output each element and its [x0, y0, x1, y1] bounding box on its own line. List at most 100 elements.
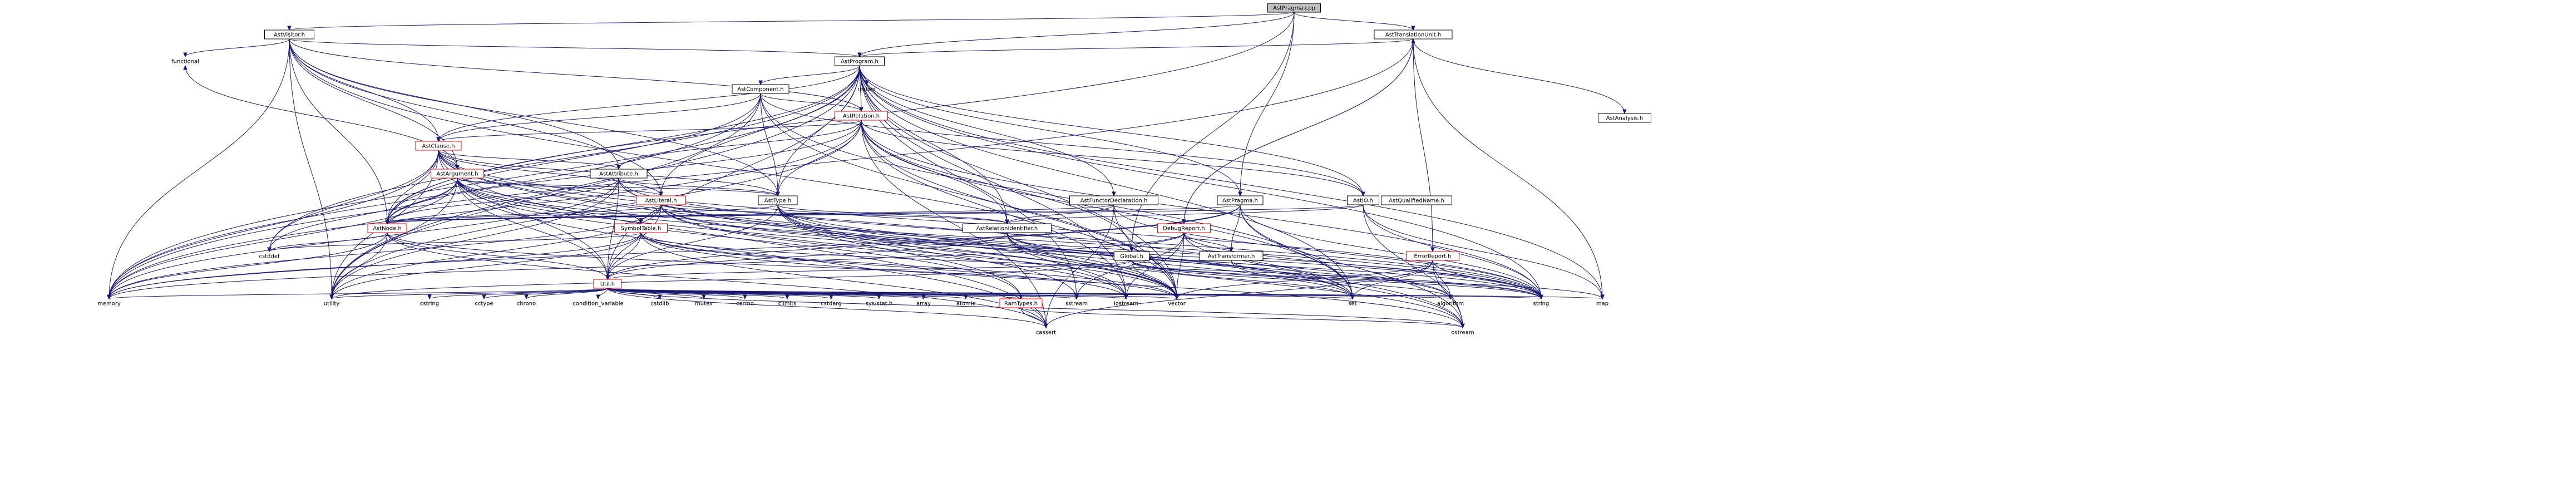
graph-node-astvisitor-h[interactable]: AstVisitor.h — [264, 29, 314, 40]
graph-node-vector: vector — [1168, 301, 1186, 307]
node-label: AstIO.h — [1353, 198, 1373, 204]
edge-arrowhead — [743, 294, 747, 300]
include-edge — [289, 38, 662, 196]
include-edge — [108, 178, 619, 299]
include-edge — [607, 260, 1132, 280]
graph-node-astcomponent-h[interactable]: AstComponent.h — [732, 84, 789, 94]
graph-node-astnode-h[interactable]: AstNode.h — [367, 223, 407, 233]
include-edge — [861, 120, 1364, 196]
include-edge — [1126, 232, 1185, 299]
include-edge — [607, 232, 641, 280]
include-edge — [108, 120, 862, 299]
include-edge — [331, 65, 860, 299]
graph-node-astio-h[interactable]: AstIO.h — [1347, 195, 1379, 205]
include-edge — [660, 204, 1008, 224]
include-edge — [640, 232, 1463, 328]
graph-node-errorreport-h[interactable]: ErrorReport.h — [1406, 251, 1459, 261]
edge-arrowhead — [857, 52, 862, 58]
graph-node-string: string — [1533, 301, 1549, 307]
include-edge — [387, 204, 1364, 224]
include-edge — [387, 93, 761, 224]
edge-arrowhead — [1044, 323, 1048, 329]
include-edge — [457, 178, 1542, 299]
include-edge — [1183, 38, 1414, 224]
graph-node-util-h[interactable]: Util.h — [593, 279, 622, 289]
include-edge — [607, 65, 860, 280]
include-edge — [269, 178, 458, 252]
include-edge — [760, 65, 860, 85]
graph-node-climits: climits — [778, 301, 797, 307]
graph-node-asttranslationunit-h[interactable]: AstTranslationUnit.h — [1374, 29, 1453, 40]
include-edge — [1240, 204, 1353, 299]
node-box — [1069, 195, 1158, 205]
include-edge — [108, 93, 761, 299]
edge-arrowhead — [1005, 219, 1009, 225]
graph-node-utility: utility — [324, 301, 340, 307]
node-label: AstType.h — [764, 198, 791, 204]
graph-node-astpragma-cpp[interactable]: AstPragma.cpp — [1267, 3, 1321, 13]
graph-node-astclause-h[interactable]: AstClause.h — [415, 141, 462, 151]
edge-arrowhead — [1430, 247, 1435, 253]
graph-node-symboltable-h[interactable]: SymbolTable.h — [614, 223, 668, 233]
include-edge — [331, 232, 388, 299]
graph-node-astanalysis-h[interactable]: AstAnalysis.h — [1598, 113, 1651, 123]
node-label: cctype — [475, 301, 493, 307]
graph-node-debugreport-h[interactable]: DebugReport.h — [1157, 223, 1211, 233]
include-edge — [1006, 232, 1451, 299]
graph-node-astrelationidentifier-h[interactable]: AstRelationIdentifier.h — [963, 223, 1052, 233]
node-label: AstAnalysis.h — [1606, 116, 1644, 122]
graph-node-astpragma-h[interactable]: AstPragma.h — [1217, 195, 1264, 205]
node-label: functional — [171, 59, 199, 65]
graph-node-astfunctordeclaration-h[interactable]: AstFunctorDeclaration.h — [1069, 195, 1158, 205]
graph-node-asttype-h[interactable]: AstType.h — [758, 195, 798, 205]
edge-arrowhead — [1129, 247, 1134, 253]
include-edge — [861, 120, 1047, 328]
include-edge — [1006, 232, 1463, 328]
include-edge — [387, 204, 1114, 224]
include-edge — [269, 65, 860, 252]
node-label: ostream — [1451, 330, 1474, 336]
include-edge — [859, 65, 1008, 224]
include-edge — [387, 204, 1241, 224]
include-edge — [760, 93, 1353, 299]
edge-arrowhead — [639, 219, 643, 225]
include-edge — [457, 178, 1353, 299]
edge-arrowhead — [1238, 191, 1242, 197]
include-edge — [777, 204, 1177, 299]
node-label: AstProgram.h — [841, 59, 879, 65]
include-edge — [331, 178, 458, 299]
graph-node-astqualifiedname-h[interactable]: AstQualifiedName.h — [1381, 195, 1452, 205]
node-label: Global.h — [1120, 254, 1143, 260]
include-edge — [1176, 260, 1433, 299]
node-label: cstdarg — [821, 301, 841, 307]
include-edge — [289, 38, 1177, 299]
include-edge — [438, 93, 761, 142]
node-label: RamTypes.h — [1004, 301, 1038, 307]
graph-node-astattribute-h[interactable]: AstAttribute.h — [590, 169, 648, 179]
node-label: cassert — [1036, 330, 1056, 336]
include-edge — [108, 232, 641, 299]
node-label: mutex — [695, 301, 713, 307]
graph-node-global-h[interactable]: Global.h — [1114, 251, 1149, 261]
edge-arrowhead — [1361, 191, 1365, 197]
node-box — [1406, 251, 1459, 261]
include-edge — [289, 38, 332, 299]
graph-node-astliteral-h[interactable]: AstLiteral.h — [636, 195, 686, 205]
graph-node-astrelation-h[interactable]: AstRelation.h — [835, 111, 888, 121]
node-label: AstPragma.h — [1222, 198, 1258, 204]
include-edge — [289, 38, 860, 57]
graph-node-chrono: chrono — [517, 301, 536, 307]
graph-node-asttransformer-h[interactable]: AstTransformer.h — [1199, 251, 1264, 261]
graph-node-algorithm: algorithm — [1437, 301, 1464, 307]
include-edge — [861, 120, 1132, 252]
node-box — [431, 169, 484, 179]
node-label: cstddef — [259, 254, 280, 260]
graph-node-astargument-h[interactable]: AstArgument.h — [431, 169, 484, 179]
node-label: sys/stat.h — [866, 301, 892, 307]
graph-node-ramtypes-h[interactable]: RamTypes.h — [999, 298, 1043, 308]
node-box — [963, 223, 1052, 233]
edge-arrowhead — [183, 65, 187, 70]
graph-node-atomic: atomic — [956, 301, 975, 307]
graph-node-astprogram-h[interactable]: AstProgram.h — [835, 56, 885, 66]
